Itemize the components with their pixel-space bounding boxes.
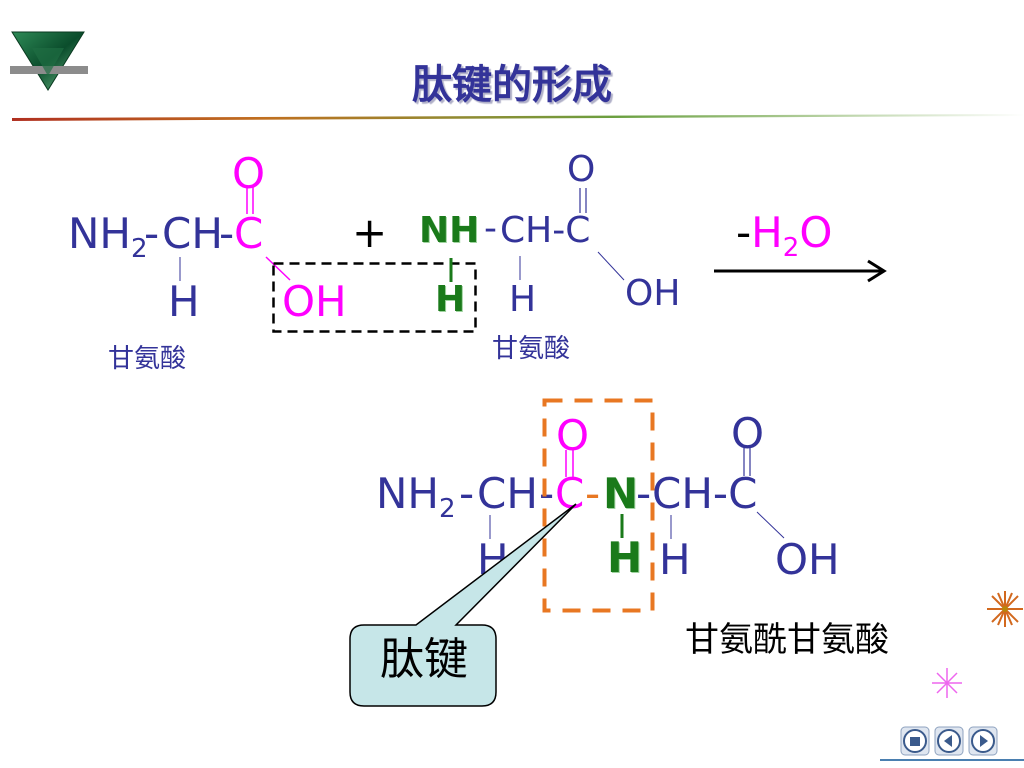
product-nh2: NH2 [376,469,456,525]
right-ch-c: CH-C [500,210,591,251]
right-alpha-h: H [509,279,537,320]
right-amine-nh: NH [419,210,480,251]
plus-sign: + [352,208,388,257]
product-dash-1: - [459,469,475,518]
peptide-bond-box [542,398,655,613]
product-name: 甘氨酰甘氨酸 [685,620,889,660]
product-ch-1: CH [477,469,538,518]
right-reactant-name: 甘氨酸 [492,334,571,364]
product-hydroxyl-oh: OH [775,535,840,584]
product-amide-h: H [607,533,643,582]
water-loss-label: -H2O [736,208,833,264]
left-alpha-h: H [168,277,200,326]
home-icon[interactable] [900,726,930,756]
next-icon[interactable] [968,726,998,756]
product-ch-c-2: CH-C [652,469,758,518]
product-peptide-dash: - [585,469,601,518]
left-dash-1: - [144,209,160,258]
left-dash-2: - [219,209,235,258]
water-removal-box [272,262,477,333]
prev-icon[interactable] [934,726,964,756]
sparkle-orange-icon [987,591,1023,627]
right-carbonyl-o: O [567,149,596,190]
left-carbonyl-c: C [234,209,264,258]
left-nh2: NH2 [68,209,148,265]
product-carbonyl-o-1: O [556,411,590,460]
reaction-arrow-icon [714,259,887,283]
left-reactant-name: 甘氨酸 [108,344,187,374]
left-hydroxyl-oh: OH [282,277,347,326]
sparkle-pink-icon [932,668,962,698]
right-hydroxyl-oh: OH [625,273,681,314]
logo-triangle-icon [10,31,88,91]
product-amide-n: N [603,469,639,518]
product-carbonyl-c: C [555,469,585,518]
right-amine-h: H [435,279,466,320]
left-ch: CH [162,209,223,258]
slide-title: 肽键的形成 [412,62,612,108]
peptide-bond-callout [349,503,577,707]
product-carbonyl-o-2: O [731,409,765,458]
product-alpha-h-2: H [659,535,691,584]
product-dash-4: - [636,469,652,518]
footer-divider [880,759,1024,761]
title-divider [12,114,1024,121]
peptide-bond-label: 肽键 [380,634,468,685]
left-carbonyl-o: O [232,149,266,198]
right-dash-1: - [484,208,497,249]
